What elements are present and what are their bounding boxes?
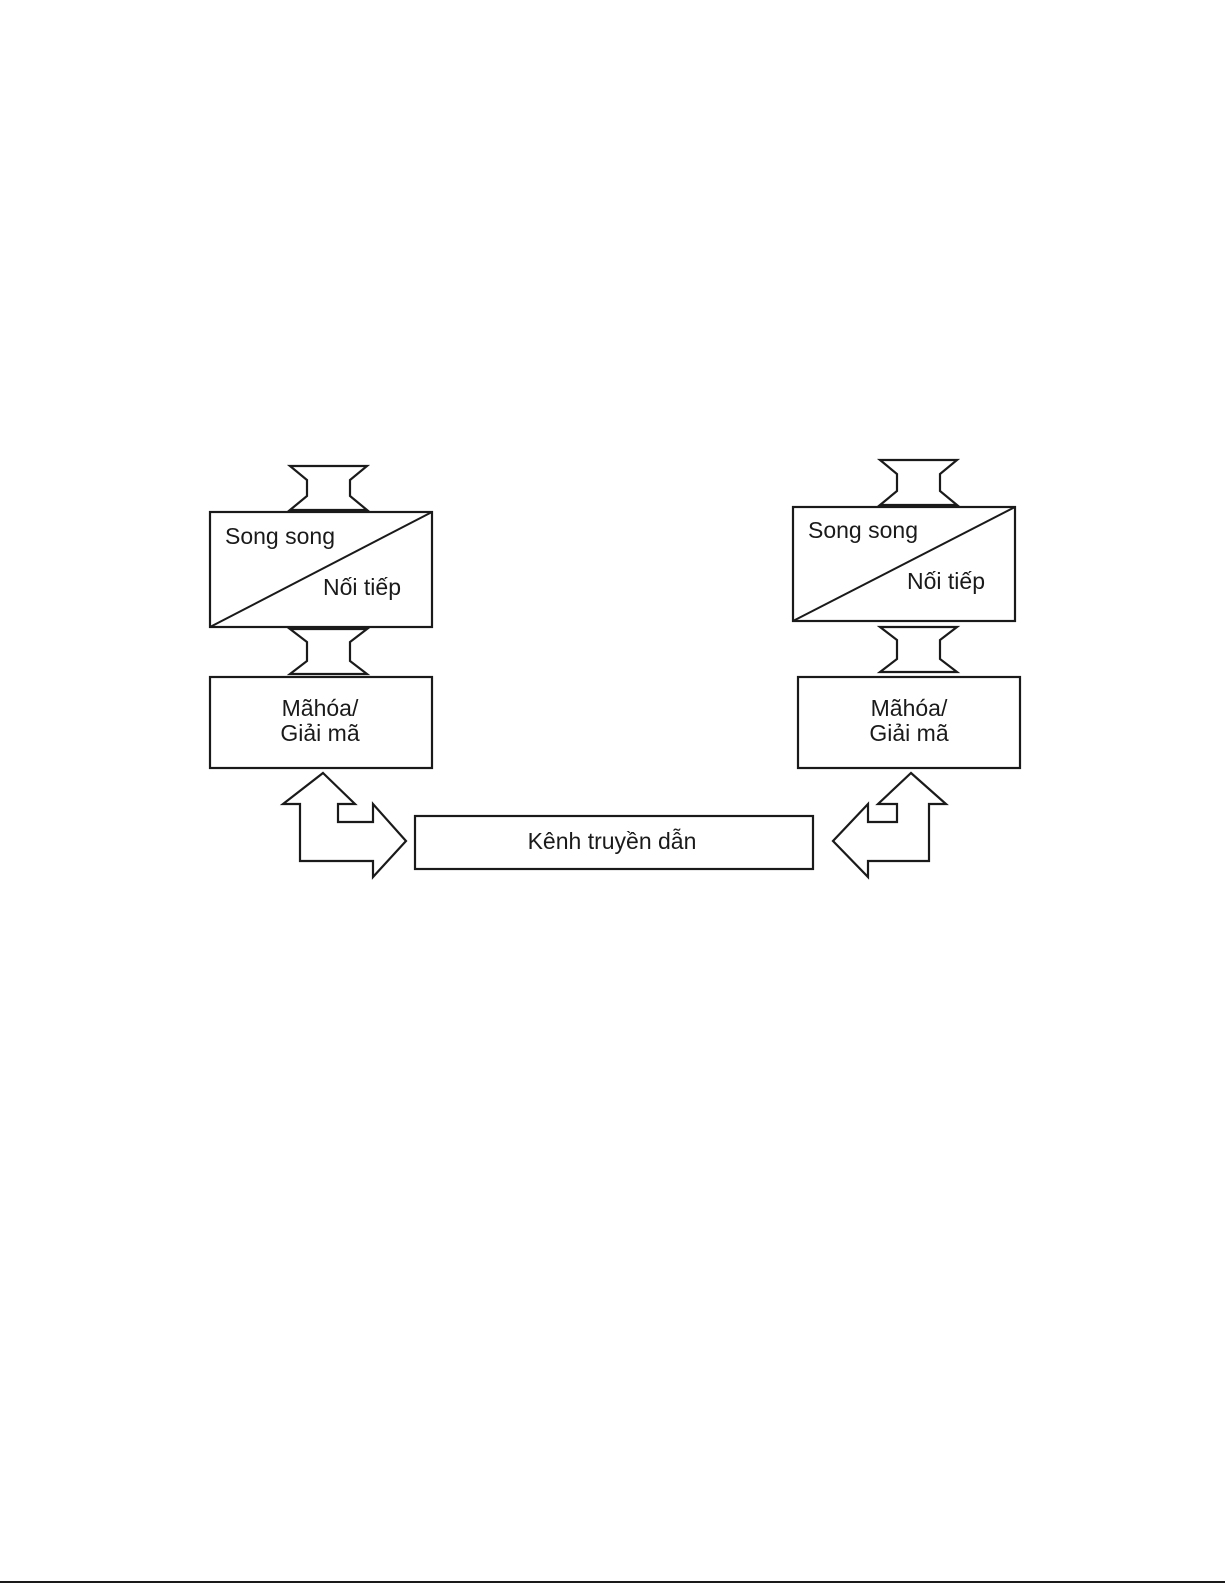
left-codec-line2: Giải mã bbox=[280, 720, 359, 746]
left-middle-double-arrow bbox=[290, 629, 367, 674]
left-top-double-arrow bbox=[290, 466, 367, 510]
right-serial-label: Nối tiếp bbox=[907, 568, 985, 594]
right-middle-double-arrow bbox=[880, 627, 957, 672]
transmission-channel-label: Kênh truyền dẫn bbox=[528, 828, 697, 854]
right-bent-double-arrow bbox=[833, 773, 946, 877]
page-bottom-rule bbox=[0, 1581, 1225, 1583]
left-parallel-serial-converter: Song song Nối tiếp bbox=[210, 512, 432, 627]
right-codec-line2: Giải mã bbox=[869, 720, 948, 746]
left-bent-double-arrow bbox=[283, 773, 406, 877]
left-codec-line1: Mãhóa/ bbox=[282, 695, 359, 721]
right-codec-line1: Mãhóa/ bbox=[871, 695, 948, 721]
left-codec-box: Mãhóa/ Giải mã bbox=[210, 677, 432, 768]
left-parallel-label: Song song bbox=[225, 523, 335, 549]
left-serial-label: Nối tiếp bbox=[323, 574, 401, 600]
right-parallel-label: Song song bbox=[808, 517, 918, 543]
right-parallel-serial-converter: Song song Nối tiếp bbox=[793, 507, 1015, 621]
right-codec-box: Mãhóa/ Giải mã bbox=[798, 677, 1020, 768]
transmission-channel-box: Kênh truyền dẫn bbox=[415, 816, 813, 869]
right-top-double-arrow bbox=[880, 460, 957, 505]
